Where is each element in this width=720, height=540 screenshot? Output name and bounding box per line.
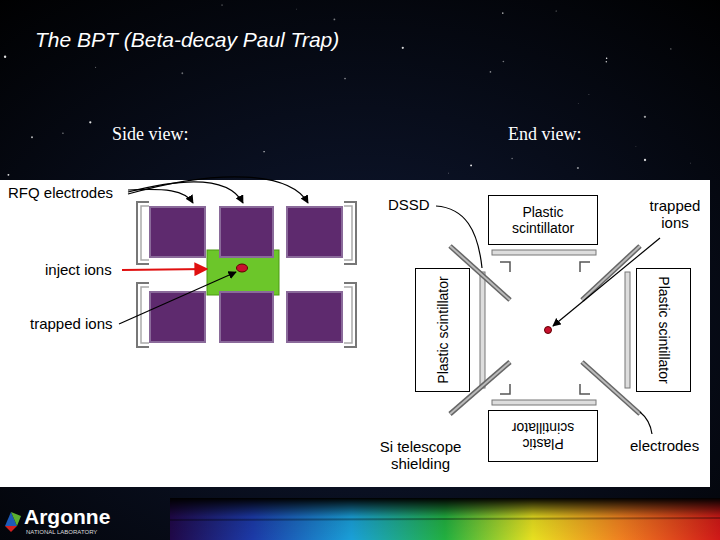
star xyxy=(511,158,512,159)
rfq-electrode xyxy=(150,207,205,257)
trapped-ion xyxy=(237,264,248,272)
endcap-electrode xyxy=(344,206,352,260)
spectrum-streak xyxy=(170,518,720,520)
dssd-detector xyxy=(492,250,596,255)
slide-title: The BPT (Beta-decay Paul Trap) xyxy=(35,28,339,52)
star xyxy=(402,47,404,49)
label-text: Argonne xyxy=(24,505,110,529)
scintillator-box: Plastic scintillator xyxy=(488,195,598,245)
label-text: trapped ions xyxy=(30,315,113,332)
star xyxy=(588,94,590,96)
star xyxy=(31,136,33,138)
scintillator-box: Plastic scintillator xyxy=(636,268,691,392)
rfq-electrode xyxy=(287,207,342,257)
star xyxy=(606,61,607,62)
dssd-detector xyxy=(480,272,485,388)
star xyxy=(263,151,264,152)
node-text: Plastic scintillator xyxy=(655,273,671,387)
rfq-electrode xyxy=(220,292,273,342)
endcap-electrode xyxy=(344,202,356,264)
node-text: Plastic scintillator xyxy=(493,420,593,452)
trap-electrode xyxy=(582,362,640,414)
leader-line xyxy=(640,412,652,434)
label-text: End view: xyxy=(508,124,582,145)
label-text: DSSD xyxy=(388,196,430,213)
trap-electrode xyxy=(582,246,640,300)
star xyxy=(95,66,97,68)
label-text: electrodes xyxy=(630,437,699,454)
star xyxy=(644,159,646,161)
rfq-electrode xyxy=(287,292,342,342)
leader-line xyxy=(436,206,482,268)
star xyxy=(644,116,646,118)
spectrum-bar xyxy=(170,498,720,540)
star xyxy=(503,61,505,63)
trapped-ion xyxy=(545,327,552,334)
label-text: trapped ions xyxy=(640,197,710,232)
node-text: Plastic scintillator xyxy=(434,273,450,387)
label-text: inject ions xyxy=(45,261,112,278)
electrode-bracket xyxy=(500,262,510,272)
rfq-electrode xyxy=(150,292,205,342)
endcap-electrode xyxy=(137,202,149,264)
dssd-detector xyxy=(625,272,630,388)
label-text: Si telescope shielding xyxy=(368,438,473,473)
star xyxy=(333,19,335,21)
star xyxy=(502,12,504,14)
label-text: Side view: xyxy=(112,124,189,145)
star xyxy=(89,121,91,123)
scintillator-box: Plastic scintillator xyxy=(415,268,470,392)
star xyxy=(221,5,222,6)
spectrum-fade xyxy=(170,498,720,540)
electrode-bracket xyxy=(500,384,510,394)
trap-electrode xyxy=(582,362,640,414)
dssd-detector xyxy=(492,400,596,405)
scintillator-box: Plastic scintillator xyxy=(488,410,598,462)
leader-line xyxy=(128,182,243,203)
star xyxy=(448,172,450,174)
endcap-electrode xyxy=(344,283,356,347)
star xyxy=(606,57,607,58)
endcap-electrode xyxy=(141,206,149,260)
star xyxy=(181,72,183,74)
trap-electrode xyxy=(582,246,640,300)
label-text: RFQ electrodes xyxy=(8,184,113,201)
star xyxy=(344,78,346,80)
star xyxy=(62,133,63,134)
rfq-electrode xyxy=(220,207,273,257)
star xyxy=(670,48,671,49)
logo-triangle xyxy=(5,526,17,532)
star xyxy=(296,8,298,10)
star xyxy=(4,56,6,58)
injection-arrow xyxy=(122,269,207,270)
endcap-electrode xyxy=(141,287,149,343)
node-text: Plastic scintillator xyxy=(493,204,593,236)
star xyxy=(7,174,9,176)
electrode-bracket xyxy=(580,262,590,272)
electrode-bracket xyxy=(580,384,590,394)
star xyxy=(490,71,492,73)
label-text: NATIONAL LABORATORY xyxy=(26,529,97,536)
star xyxy=(690,162,692,164)
star xyxy=(577,167,579,169)
leader-line xyxy=(119,272,236,324)
white-panel xyxy=(0,180,710,487)
star xyxy=(577,102,579,104)
leader-line xyxy=(128,177,308,203)
star xyxy=(470,165,472,167)
endcap-electrode xyxy=(344,287,352,343)
star xyxy=(556,10,557,11)
star xyxy=(635,146,637,148)
logo-triangle xyxy=(11,512,21,526)
